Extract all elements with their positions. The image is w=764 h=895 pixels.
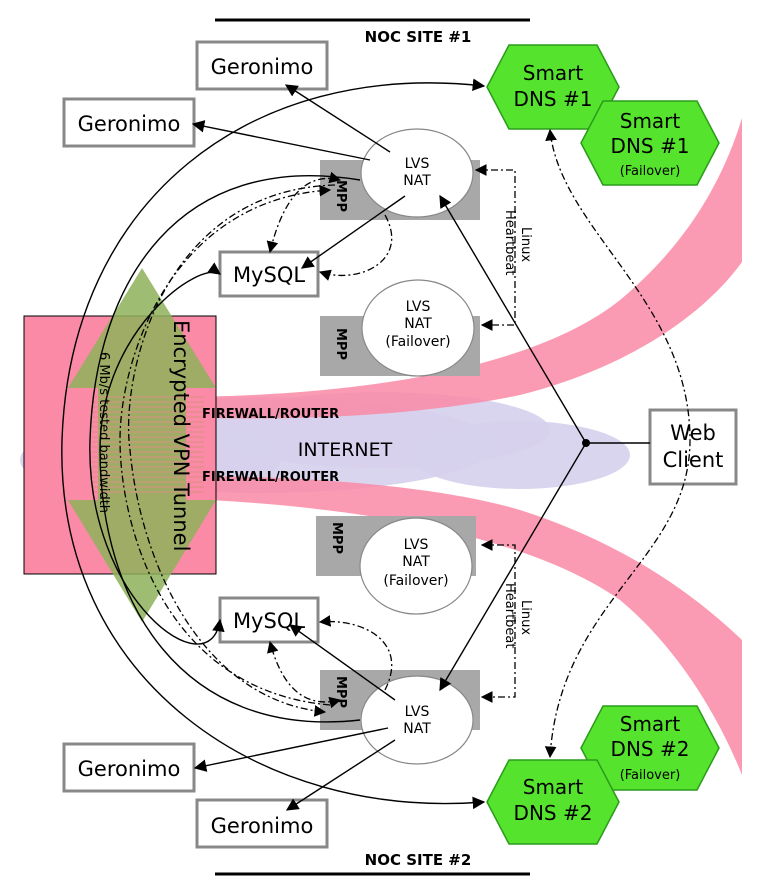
svg-text:MPP: MPP: [333, 180, 348, 212]
svg-text:MPP: MPP: [333, 676, 348, 708]
firewall-band-top: [70, 118, 742, 419]
geronimo-box-1a: Geronimo: [195, 40, 329, 91]
svg-text:Geronimo: Geronimo: [211, 55, 314, 79]
svg-text:(Failover): (Failover): [620, 768, 681, 783]
svg-text:Geronimo: Geronimo: [78, 757, 181, 781]
connections: [61, 78, 650, 811]
bandwidth-label: 6 Mb/s tested bandwidth: [96, 352, 111, 513]
firewall-label-bottom: FIREWALL/ROUTER: [202, 470, 339, 485]
vpn-tunnel-arrow: [68, 268, 216, 622]
firewall-band-bottom: [70, 476, 742, 775]
svg-text:Geronimo: Geronimo: [211, 814, 314, 838]
heartbeat-label-2: Linux: [518, 600, 533, 635]
heartbeat-label-1: Linux: [518, 227, 533, 262]
firewall-label-top: FIREWALL/ROUTER: [202, 407, 339, 422]
vpn-tunnel-label: Encrypted VPN Tunnel: [169, 320, 193, 551]
heartbeat-label-1b: Heartbeat: [502, 210, 517, 276]
bandwidth-stripes: [92, 396, 204, 493]
svg-text:Geronimo: Geronimo: [78, 112, 181, 136]
svg-text:MySQL: MySQL: [233, 263, 305, 287]
svg-text:(Failover): (Failover): [620, 164, 681, 179]
internet-label: INTERNET: [298, 439, 393, 461]
heartbeat-label-2b: Heartbeat: [502, 583, 517, 649]
geronimo-box-2a: Geronimo: [62, 742, 196, 793]
noc-site-2-title: NOC SITE #2: [365, 851, 472, 869]
noc-site-1-title: NOC SITE #1: [365, 28, 472, 46]
svg-text:MySQL: MySQL: [233, 609, 305, 633]
svg-text:MPP: MPP: [329, 522, 344, 554]
geronimo-box-2b: Geronimo: [195, 798, 329, 849]
mysql-box-site-1: MySQL: [218, 250, 320, 298]
dashed-connections: [119, 128, 691, 759]
mysql-box-site-2: MySQL: [218, 596, 320, 644]
geronimo-box-1b: Geronimo: [62, 97, 196, 148]
svg-text:MPP: MPP: [333, 328, 348, 360]
